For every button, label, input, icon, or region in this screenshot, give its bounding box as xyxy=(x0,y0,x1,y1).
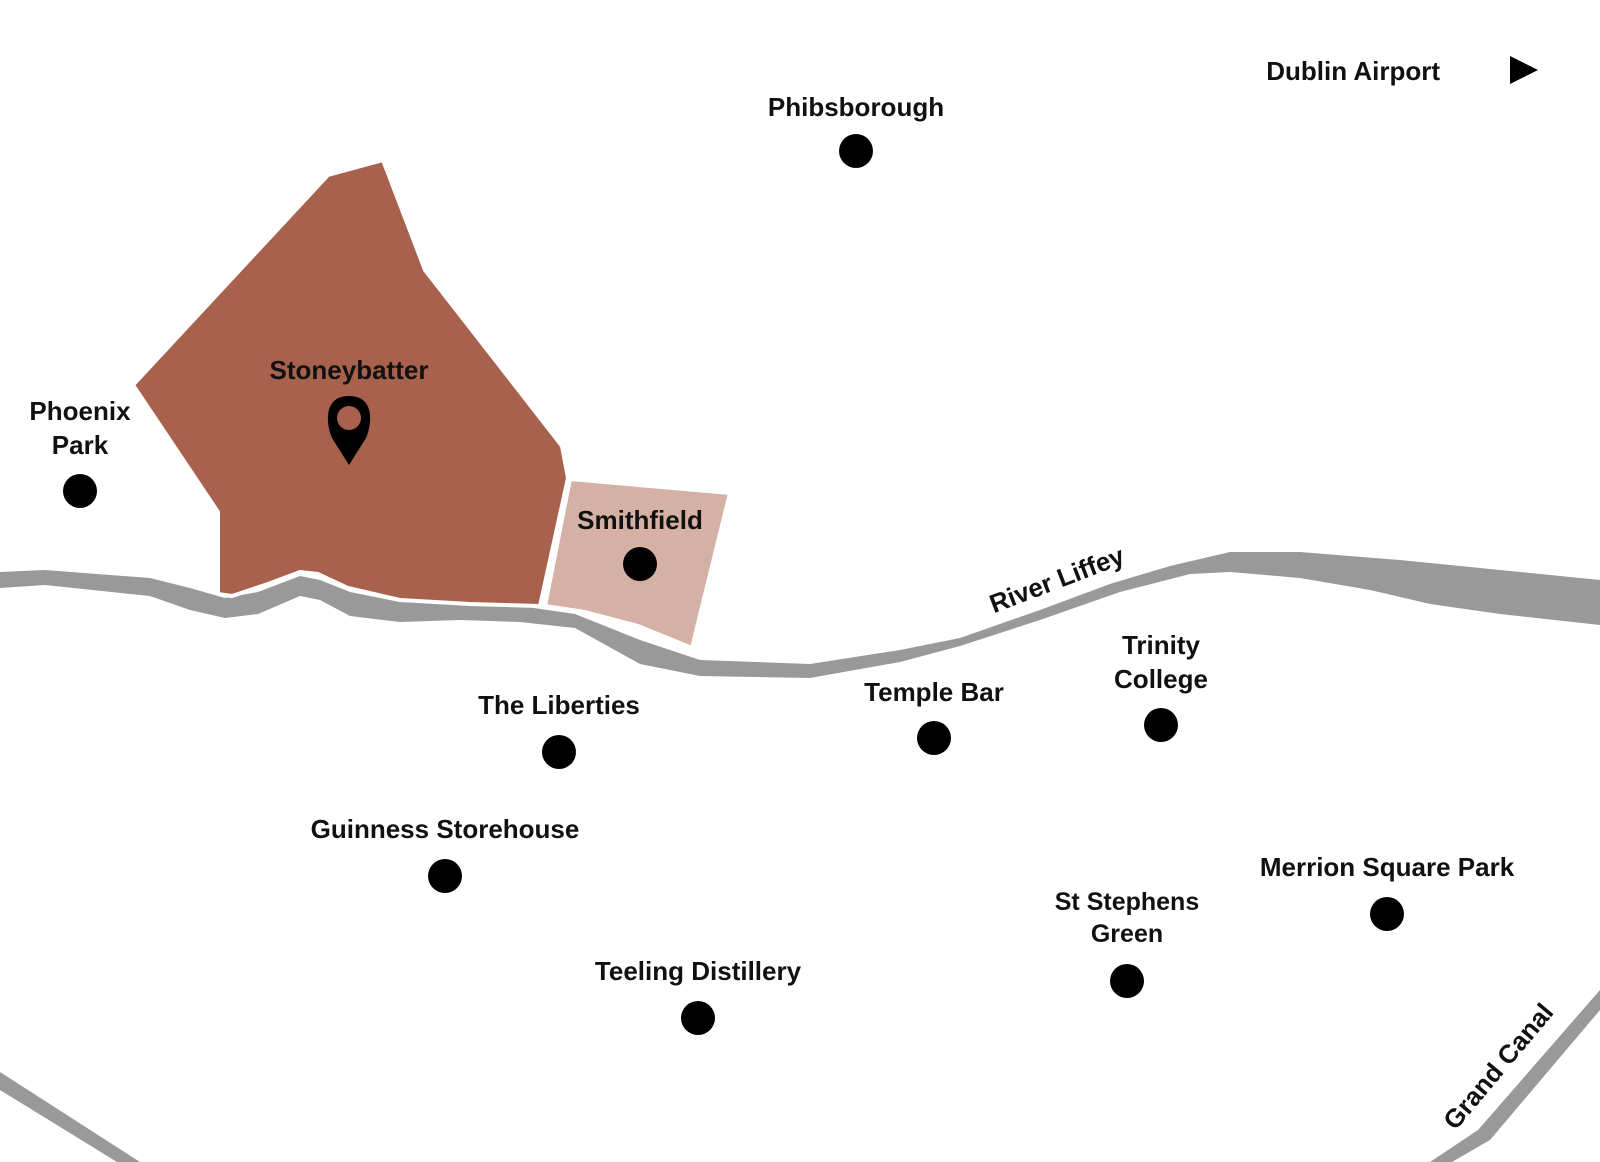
guinness-storehouse-label: Guinness Storehouse xyxy=(311,814,580,844)
the-liberties-marker[interactable] xyxy=(542,735,576,769)
st-stephens-green-label-line1: St Stephens xyxy=(1055,888,1199,916)
stoneybatter-area[interactable] xyxy=(131,158,570,608)
stoneybatter-label: Stoneybatter xyxy=(270,355,429,385)
airport-label: Dublin Airport xyxy=(1266,56,1440,86)
trinity-college-label-line2: College xyxy=(1114,664,1208,694)
guinness-storehouse-marker[interactable] xyxy=(428,859,462,893)
phoenix-park-label-line2: Park xyxy=(52,430,109,460)
grand-canal xyxy=(0,990,1600,1162)
merrion-square-park-label: Merrion Square Park xyxy=(1260,852,1515,882)
arrow-right-icon xyxy=(1510,56,1538,84)
phoenix-park-label-line1: Phoenix xyxy=(29,396,131,426)
phibsborough-marker[interactable] xyxy=(839,134,873,168)
smithfield-label: Smithfield xyxy=(577,505,703,535)
temple-bar-label: Temple Bar xyxy=(864,677,1004,707)
st-stephens-green-marker[interactable] xyxy=(1110,964,1144,998)
river-liffey xyxy=(0,552,1600,678)
st-stephens-green-label-line2: Green xyxy=(1091,920,1163,948)
phibsborough-label: Phibsborough xyxy=(768,92,944,122)
smithfield-marker[interactable] xyxy=(623,547,657,581)
map-pin-icon[interactable] xyxy=(327,396,371,465)
trinity-college-marker[interactable] xyxy=(1144,708,1178,742)
teeling-distillery-marker[interactable] xyxy=(681,1001,715,1035)
the-liberties-label: The Liberties xyxy=(478,690,640,720)
merrion-square-park-marker[interactable] xyxy=(1370,897,1404,931)
trinity-college-label-line1: Trinity xyxy=(1122,630,1201,660)
temple-bar-marker[interactable] xyxy=(917,721,951,755)
airport-link[interactable]: Dublin Airport xyxy=(1266,56,1538,86)
teeling-distillery-label: Teeling Distillery xyxy=(595,956,802,986)
phoenix-park-marker[interactable] xyxy=(63,474,97,508)
